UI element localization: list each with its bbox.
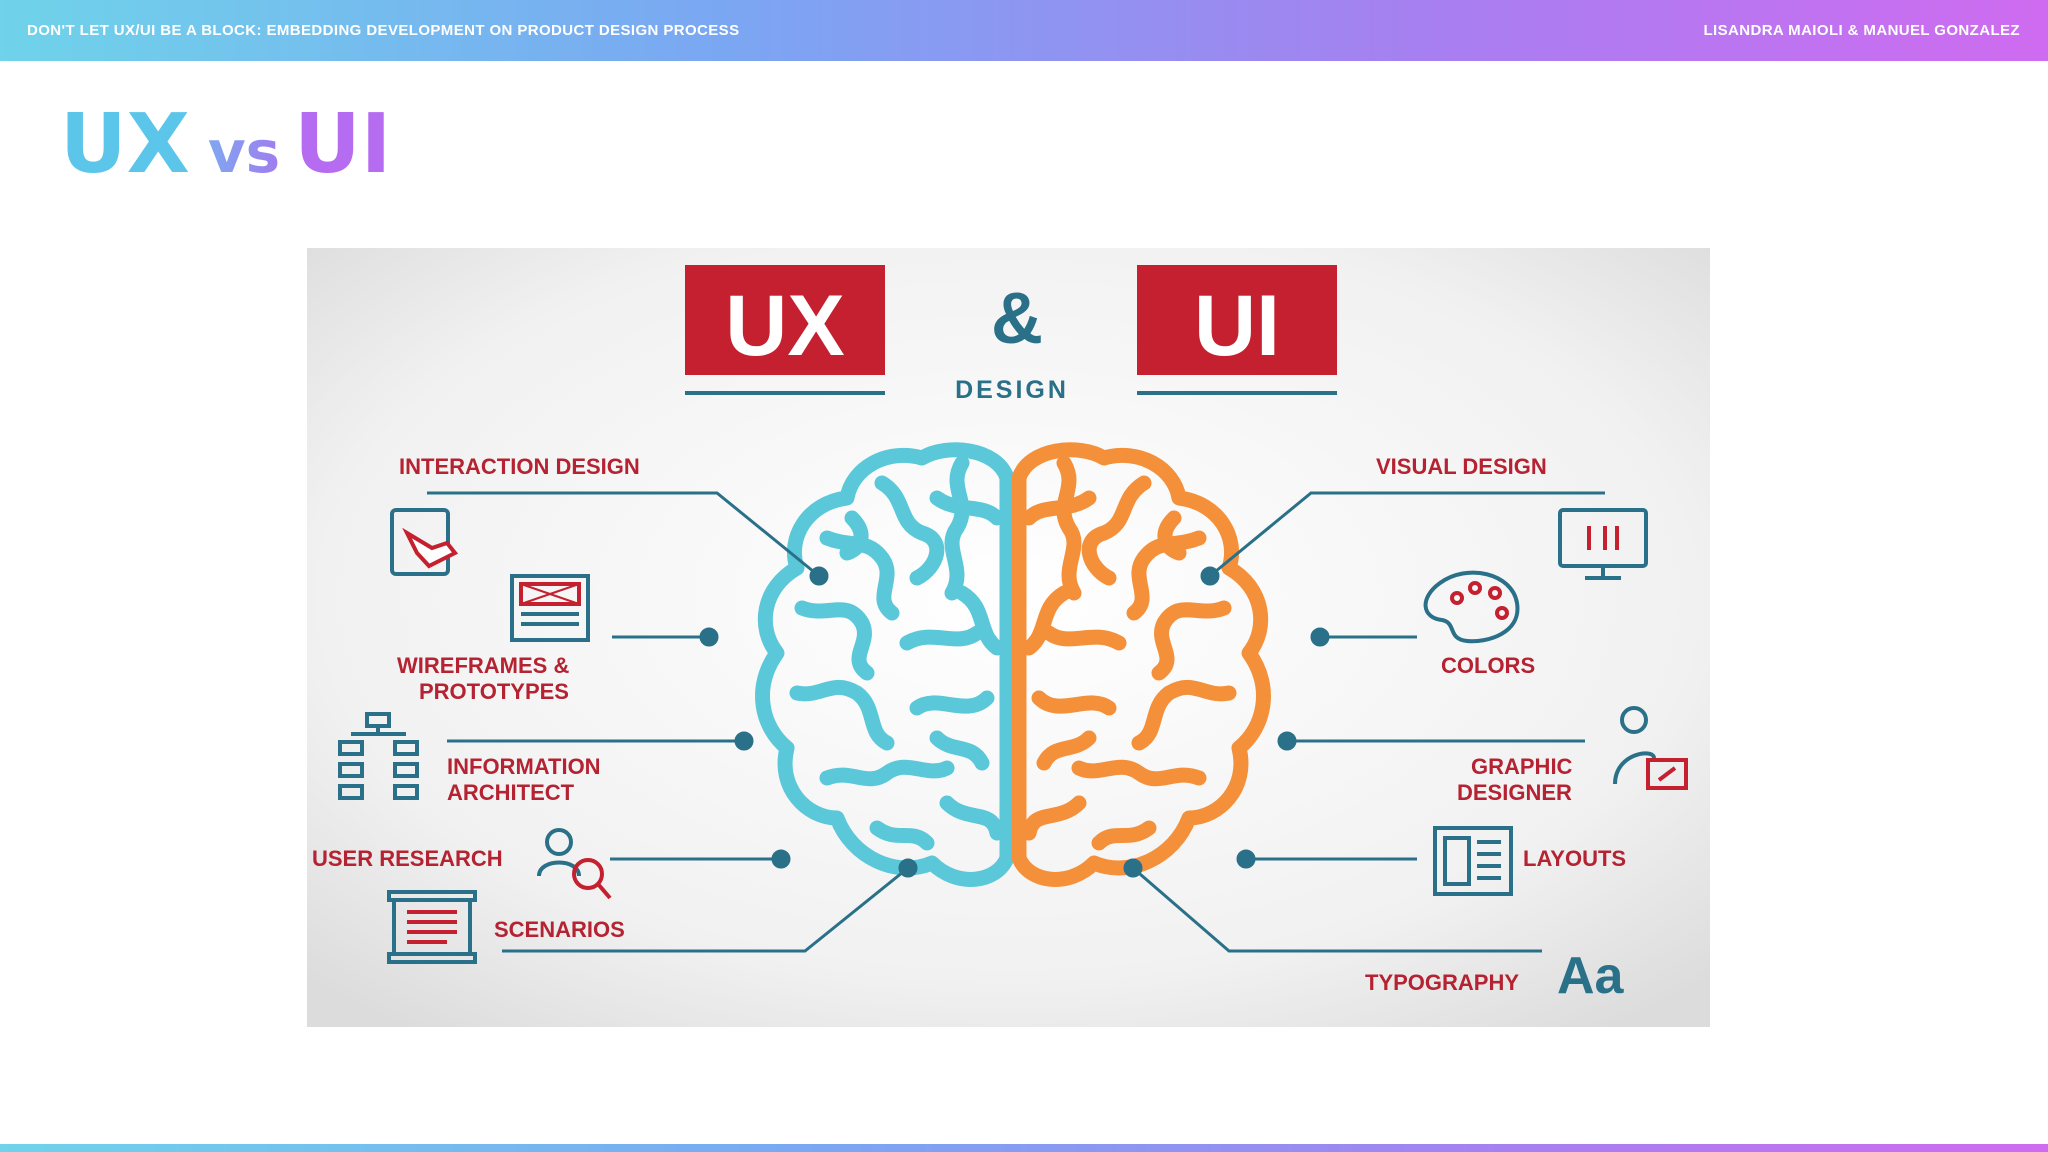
label-user-research: USER RESEARCH bbox=[312, 846, 503, 871]
label-information-1: INFORMATION bbox=[447, 754, 601, 779]
tablet-touch-icon bbox=[390, 508, 459, 576]
right-brain-hemisphere bbox=[1011, 442, 1271, 887]
label-scenarios: SCENARIOS bbox=[494, 917, 625, 942]
palette-icon bbox=[1423, 570, 1520, 644]
label-wireframes-1: WIREFRAMES & bbox=[397, 653, 569, 678]
left-brain-hemisphere bbox=[755, 442, 1015, 887]
ux-connectors bbox=[427, 491, 918, 953]
ux-box bbox=[685, 265, 885, 375]
title-ui: UI bbox=[294, 97, 392, 192]
ui-box bbox=[1137, 265, 1337, 375]
ux-ui-infographic: UX UI & DESIGN bbox=[307, 248, 1710, 1027]
ux-box-text: UX bbox=[725, 278, 844, 374]
design-label: DESIGN bbox=[955, 376, 1069, 404]
label-information-2: ARCHITECT bbox=[447, 780, 575, 805]
ui-connectors bbox=[1123, 491, 1605, 953]
monitor-tools-icon bbox=[1558, 508, 1648, 580]
ampersand: & bbox=[991, 279, 1043, 359]
ui-box-text: UI bbox=[1194, 278, 1280, 374]
bottom-banner bbox=[0, 1144, 2048, 1152]
user-search-icon bbox=[537, 828, 612, 900]
label-visual-design: VISUAL DESIGN bbox=[1376, 454, 1547, 479]
layout-icon bbox=[1433, 826, 1513, 896]
title-ux: UX bbox=[60, 97, 190, 192]
label-graphic-1: GRAPHIC bbox=[1471, 754, 1573, 779]
label-colors: COLORS bbox=[1441, 653, 1535, 678]
graphic-designer-icon bbox=[1613, 706, 1688, 790]
label-graphic-2: DESIGNER bbox=[1457, 780, 1572, 805]
label-interaction-design: INTERACTION DESIGN bbox=[399, 454, 640, 479]
authors: LISANDRA MAIOLI & MANUEL GONZALEZ bbox=[1703, 22, 2020, 39]
talk-title: DON'T LET UX/UI BE A BLOCK: EMBEDDING DE… bbox=[27, 22, 740, 39]
typography-glyph-icon: Aa bbox=[1557, 947, 1625, 1005]
title-vs: vs bbox=[207, 118, 281, 186]
label-typography: TYPOGRAPHY bbox=[1365, 970, 1519, 995]
scenario-scroll-icon bbox=[387, 890, 477, 964]
label-layouts: LAYOUTS bbox=[1523, 846, 1626, 871]
label-wireframes-2: PROTOTYPES bbox=[419, 679, 569, 704]
top-banner: DON'T LET UX/UI BE A BLOCK: EMBEDDING DE… bbox=[0, 0, 2048, 61]
wireframe-icon bbox=[510, 574, 590, 642]
sitemap-icon bbox=[338, 712, 419, 800]
